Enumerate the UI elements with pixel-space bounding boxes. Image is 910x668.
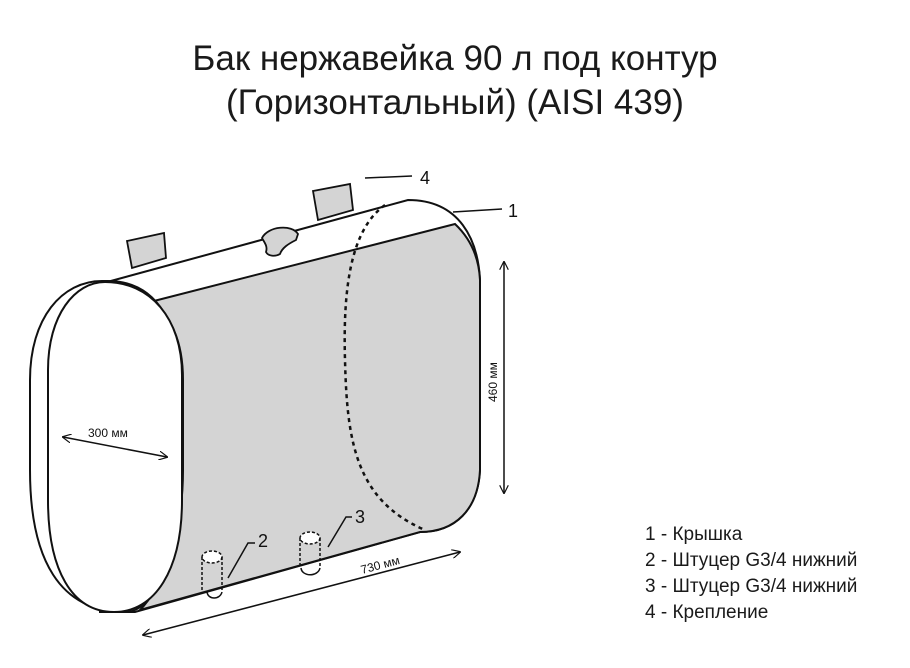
dimension-arrow-width — [63, 437, 167, 457]
dimension-height-label: 460 мм — [486, 362, 500, 402]
callout-leader-1 — [452, 208, 503, 213]
callout-1: 1 — [508, 201, 518, 221]
dimension-arrow-length — [143, 552, 460, 635]
title-line-2: (Горизонтальный) (AISI 439) — [226, 83, 684, 123]
diagram-title: Бак нержавейка 90 л под контур (Горизонт… — [0, 37, 910, 125]
callout-2: 2 — [258, 531, 268, 551]
hidden-edge-dashed — [343, 203, 426, 532]
callout-4: 4 — [420, 168, 430, 188]
callout-3: 3 — [355, 507, 365, 527]
callout-leader-3 — [327, 516, 352, 548]
legend-item-3: 3 - Штуцер G3/4 нижний — [645, 576, 858, 597]
legend: 1 - Крышка 2 - Штуцер G3/4 нижний 3 - Шт… — [645, 522, 857, 626]
callout-leader-4 — [364, 175, 413, 179]
lid-cap — [260, 226, 299, 257]
mount-bracket-left — [125, 231, 167, 270]
dimension-width-label: 300 мм — [88, 426, 128, 440]
callout-leader-2 — [227, 542, 255, 579]
legend-item-4: 4 - Крепление — [645, 602, 769, 623]
legend-item-2: 2 - Штуцер G3/4 нижний — [645, 550, 858, 571]
legend-item-1: 1 - Крышка — [645, 524, 743, 545]
title-line-1: Бак нержавейка 90 л под контур — [192, 39, 718, 79]
mount-bracket-right — [311, 182, 354, 222]
